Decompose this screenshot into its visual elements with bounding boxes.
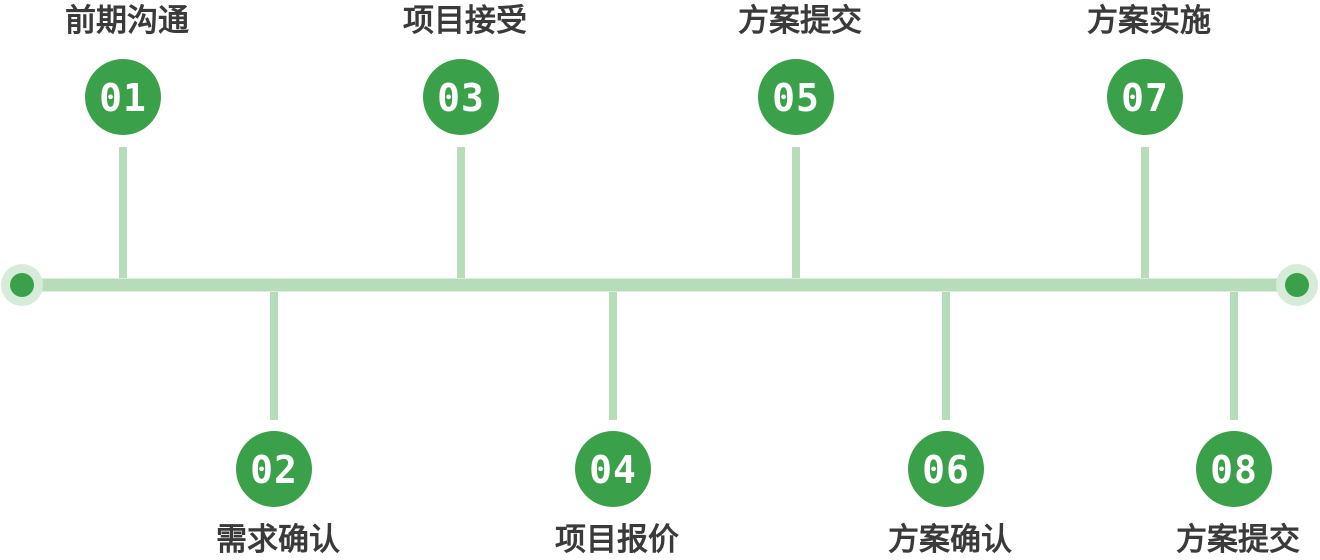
step-label: 前期沟通 (65, 3, 189, 39)
step-label: 方案提交 (1176, 522, 1300, 558)
step-number: 06 (922, 448, 970, 492)
step-label: 项目报价 (555, 522, 679, 558)
end-endpoint-dot (1285, 273, 1309, 297)
step-node (1196, 431, 1272, 507)
step-node (758, 59, 834, 135)
step-number: 03 (437, 76, 485, 120)
step-number: 04 (589, 448, 637, 492)
timeline-step-01: 01 前期沟通 (65, 3, 189, 278)
timeline-step-02: 02 需求确认 (216, 292, 340, 558)
timeline-end-endpoint (1276, 264, 1318, 306)
step-label: 方案确认 (888, 522, 1012, 558)
step-number: 01 (99, 76, 147, 120)
step-number: 02 (250, 448, 298, 492)
step-node (236, 431, 312, 507)
timeline-step-04: 04 项目报价 (555, 292, 679, 558)
step-node (908, 431, 984, 507)
step-label: 方案实施 (1087, 3, 1211, 39)
step-node (423, 59, 499, 135)
step-label: 方案提交 (738, 3, 862, 39)
timeline-start-endpoint (1, 264, 43, 306)
timeline-steps: 01 前期沟通 02 需求确认 03 项目接受 04 项目报价 05 方案提交 06 方案确认 07 方案… (65, 3, 1300, 558)
step-number: 08 (1210, 448, 1258, 492)
timeline-step-07: 07 方案实施 (1087, 3, 1211, 278)
timeline-step-08: 08 方案提交 (1176, 292, 1300, 558)
step-number: 05 (772, 76, 820, 120)
timeline-step-05: 05 方案提交 (738, 3, 862, 278)
timeline-step-03: 03 项目接受 (403, 3, 527, 278)
timeline-step-06: 06 方案确认 (888, 292, 1012, 558)
step-label: 需求确认 (216, 522, 340, 558)
step-node (85, 59, 161, 135)
step-node (575, 431, 651, 507)
start-endpoint-dot (10, 273, 34, 297)
step-node (1107, 59, 1183, 135)
step-label: 项目接受 (403, 3, 527, 39)
step-number: 07 (1121, 76, 1169, 120)
